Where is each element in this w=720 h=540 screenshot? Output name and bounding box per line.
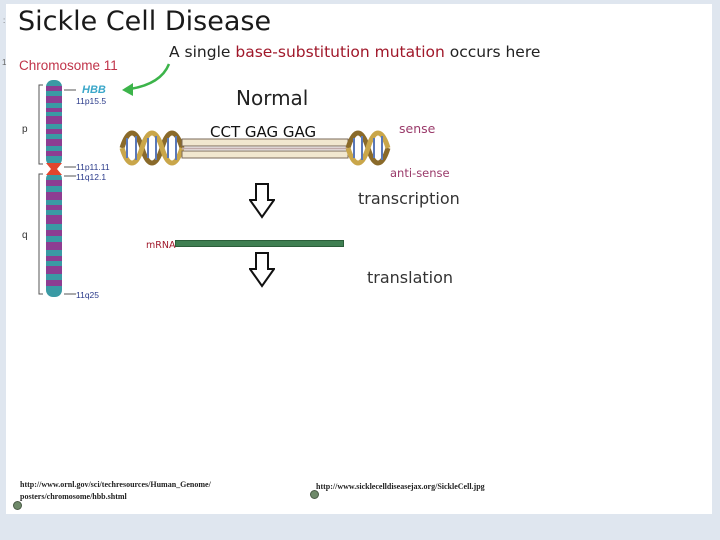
band-label: 11p15.5 — [76, 96, 107, 106]
dna-sequence: CCT GAG GAG — [210, 123, 317, 141]
source-url-right[interactable]: http://www.sicklecelldiseasejax.org/Sick… — [316, 482, 485, 491]
source-url-line: http://www.ornl.gov/sci/techresources/Hu… — [20, 480, 211, 489]
link-bullet-icon — [13, 501, 22, 510]
source-url-line: posters/chromosome/hbb.shtml — [20, 492, 127, 501]
band-label: 11q12.1 — [76, 172, 107, 182]
antisense-label: anti-sense — [390, 166, 450, 180]
transcription-label: transcription — [358, 189, 460, 208]
normal-heading: Normal — [236, 86, 309, 110]
chromosome-title: Chromosome 11 — [19, 58, 118, 73]
straight-strands — [181, 138, 349, 159]
p-arm-label: p — [22, 124, 28, 135]
mrna-label: mRNA — [146, 240, 176, 251]
link-bullet-icon — [310, 490, 319, 499]
q-arm-label: q — [22, 230, 28, 241]
slide-title: Sickle Cell Disease — [18, 6, 272, 37]
down-arrow-icon — [249, 252, 275, 288]
pointer-arrow-icon — [122, 63, 171, 96]
chromosome-figure — [38, 63, 171, 297]
slide-subtitle: A single base-substitution mutation occu… — [169, 43, 540, 61]
sense-label: sense — [399, 121, 436, 136]
chromosome-body — [46, 80, 62, 297]
gene-label: HBB — [82, 84, 106, 96]
dna-double-helix — [119, 130, 391, 166]
down-arrow-icon — [249, 183, 275, 219]
translation-label: translation — [367, 268, 454, 287]
edge-mark-top: : — [3, 16, 6, 25]
slide: : 1 Sickle Cell Disease A single base-su… — [2, 4, 712, 514]
p-arm-bracket — [38, 84, 43, 295]
subtitle-pre: A single — [169, 43, 236, 61]
band-label: 11q25 — [76, 290, 100, 300]
left-helix — [119, 130, 185, 166]
right-helix — [345, 130, 391, 166]
subtitle-post: occurs here — [444, 43, 541, 61]
band-label: 11p11.11 — [76, 162, 110, 172]
subtitle-highlight: base-substitution mutation — [235, 43, 445, 61]
source-url-left[interactable]: http://www.ornl.gov/sci/techresources/Hu… — [20, 479, 211, 503]
edge-mark-left: 1 — [2, 58, 7, 67]
mrna-strand — [175, 240, 344, 247]
